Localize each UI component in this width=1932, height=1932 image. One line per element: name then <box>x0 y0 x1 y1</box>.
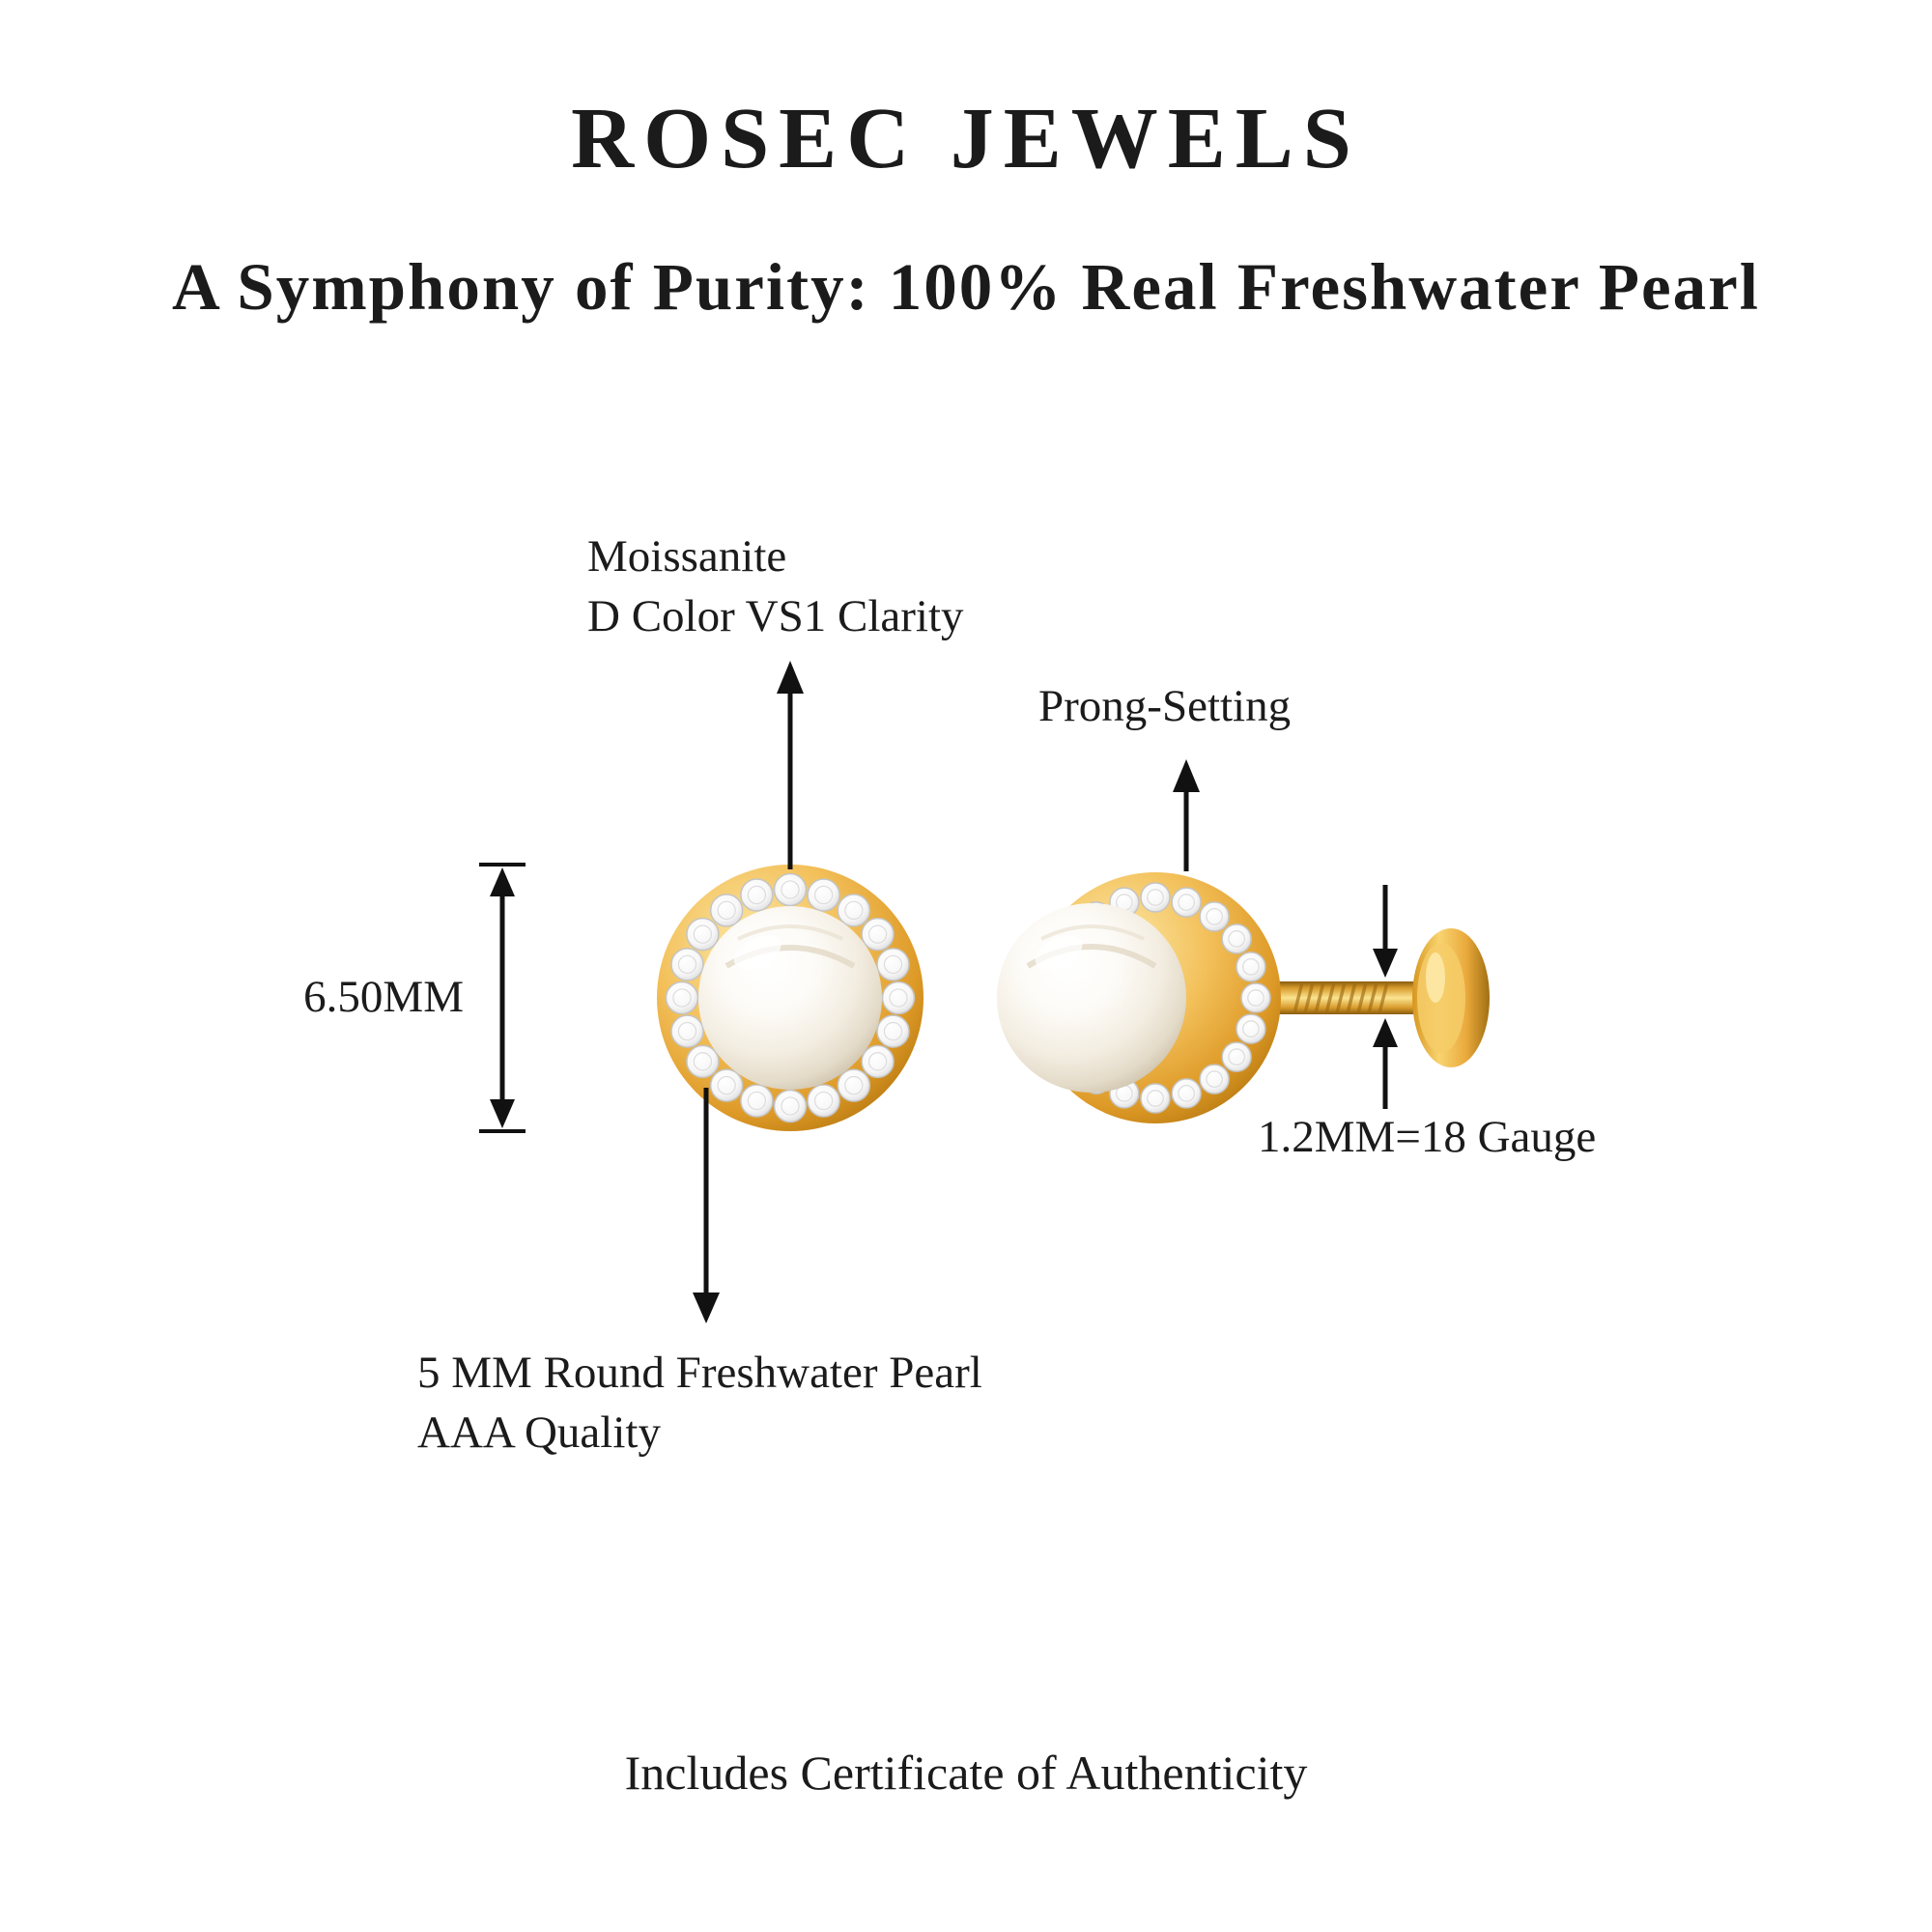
front-pearl <box>698 906 882 1090</box>
diameter-label: 6.50MM <box>303 972 464 1022</box>
moissanite-arrow <box>777 661 804 869</box>
prong-arrow <box>1173 759 1200 871</box>
diameter-measure-arrow <box>479 863 526 1133</box>
screw-threads <box>1293 981 1389 1014</box>
pearl-arrow <box>693 1088 720 1323</box>
gauge-measure-arrow <box>1373 885 1398 1109</box>
tagline: A Symphony of Purity: 100% Real Freshwat… <box>172 250 1760 324</box>
pearl-quality-label: 5 MM Round Freshwater Pearl AAA Quality <box>417 1343 982 1463</box>
pearl-quality-line2: AAA Quality <box>417 1407 661 1459</box>
moissanite-label-line1: Moissanite <box>587 531 787 582</box>
gauge-label: 1.2MM=18 Gauge <box>1258 1112 1597 1162</box>
labret-post <box>1252 981 1416 1014</box>
pearl-quality-line1: 5 MM Round Freshwater Pearl <box>417 1348 982 1398</box>
moissanite-label-line2: D Color VS1 Clarity <box>587 591 964 642</box>
prong-setting-label: Prong-Setting <box>1038 681 1292 731</box>
front-earring <box>657 865 923 1131</box>
brand-title: ROSEC JEWELS <box>571 91 1361 186</box>
labret-disc-back <box>1412 928 1490 1067</box>
side-earring <box>997 872 1490 1123</box>
moissanite-label: Moissanite D Color VS1 Clarity <box>587 526 964 646</box>
front-halo-stones <box>665 872 916 1123</box>
certificate-note: Includes Certificate of Authenticity <box>624 1746 1308 1800</box>
side-pearl <box>997 903 1186 1093</box>
